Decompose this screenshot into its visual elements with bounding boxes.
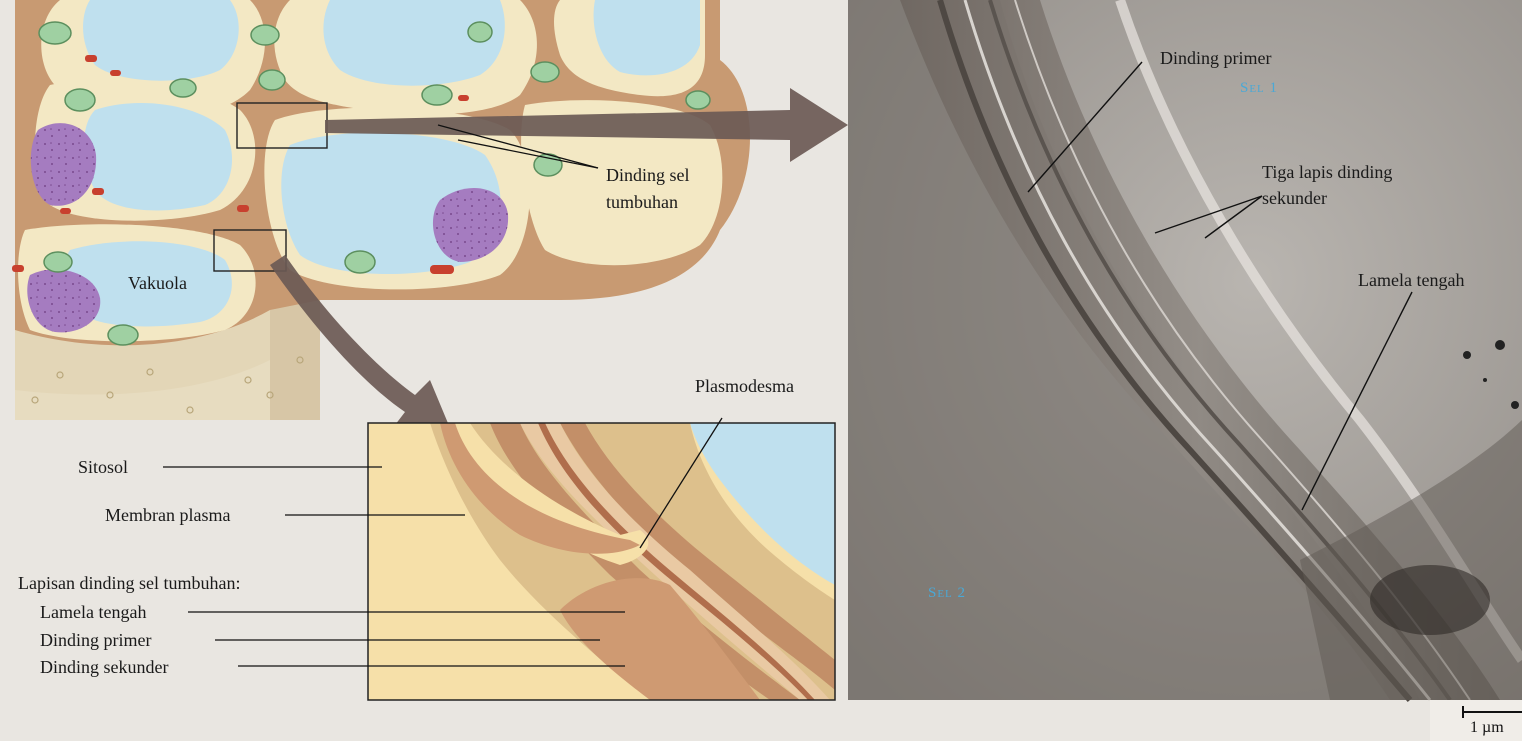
label-tiga-lapis-line2: sekunder [1262, 188, 1327, 208]
plasmodesma-inset [368, 423, 835, 700]
vacuole [84, 103, 232, 211]
label-lamela-tengah-right: Lamela tengah [1358, 270, 1464, 290]
label-plasmodesma: Plasmodesma [695, 376, 794, 396]
vacuole [323, 0, 504, 86]
label-vakuola: Vakuola [128, 273, 187, 293]
label-sel-1: Sel 1 [1240, 80, 1278, 97]
label-dinding-primer-right: Dinding primer [1160, 48, 1271, 68]
label-membran-plasma: Membran plasma [105, 505, 230, 525]
label-tiga-lapis-line1: Tiga lapis dinding [1262, 162, 1392, 182]
label-dinding-primer-left: Dinding primer [40, 630, 151, 650]
label-dinding-sel-line2: tumbuhan [606, 192, 678, 212]
label-dinding-sekunder-left: Dinding sekunder [40, 657, 168, 677]
electron-micrograph [848, 0, 1522, 741]
label-sitosol: Sitosol [78, 457, 128, 477]
label-sel-2: Sel 2 [928, 585, 966, 602]
scale-bar-label: 1 µm [1470, 719, 1504, 737]
vacuole [83, 0, 239, 81]
label-lamela-tengah-left: Lamela tengah [40, 602, 146, 622]
label-dinding-sel-line1: Dinding sel [606, 165, 690, 185]
label-lapisan-heading: Lapisan dinding sel tumbuhan: [18, 573, 240, 593]
